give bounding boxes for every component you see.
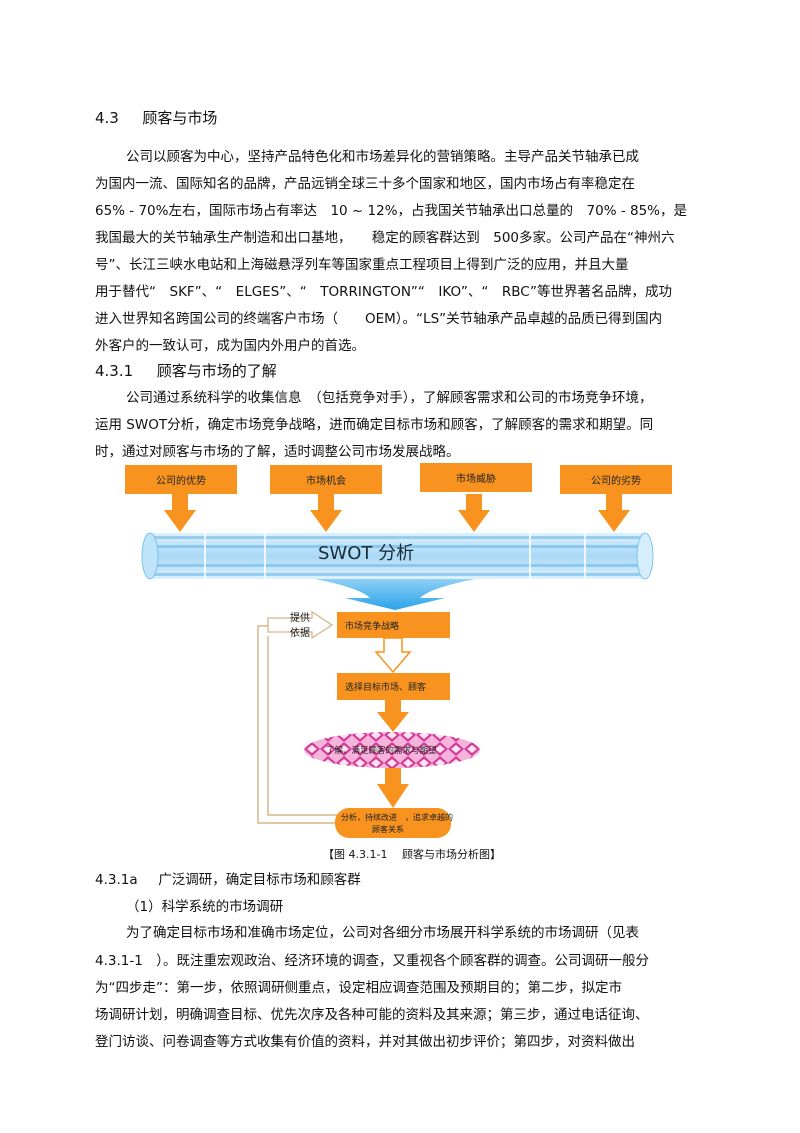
- sub-para-line: 时，通过对顾客与市场的了解，适时调整公司市场发展战略。: [95, 444, 460, 460]
- hollow-arrow: [374, 637, 412, 674]
- section-heading: 4.3 顾客与市场: [95, 108, 217, 128]
- section-title: 顾客与市场: [142, 109, 218, 127]
- intro-line: 公司以顾客为中心，坚持产品特色化和市场差异化的营销策略。主导产品关节轴承已成: [126, 149, 639, 165]
- section-number: 4.3: [95, 109, 119, 127]
- intro-line: 为国内一流、国际知名的品牌，产品远销全球三十多个国家和地区，国内市场占有率稳定在: [95, 176, 635, 192]
- item1-line: 4.3.1-1 ）。既注重宏观政治、经济环境的调查，又重视各个顾客群的调查。公司…: [95, 953, 650, 969]
- intro-line: 外客户的一致认可，成为国内外用户的首选。: [95, 338, 365, 354]
- feedback-arrow-head: [267, 610, 334, 640]
- subsection-number: 4.3.1: [95, 362, 134, 380]
- subsub-title: 广泛调研，确定目标市场和顾客群: [158, 872, 361, 888]
- subsection-heading: 4.3.1 顾客与市场的了解: [95, 361, 277, 381]
- subsub-heading: 4.3.1a 广泛调研，确定目标市场和顾客群: [95, 870, 361, 890]
- box-market-threat: 市场威胁: [420, 463, 532, 492]
- arrow-to-ellipse: [377, 700, 409, 732]
- sub-para-line: 运用 SWOT分析，确定市场竞争战略，进而确定目标市场和顾客，了解顾客的需求和期…: [95, 417, 654, 433]
- arrow-to-bottom: [377, 768, 409, 808]
- item1-heading: （1）科学系统的市场调研: [126, 899, 284, 915]
- swot-pipe: [141, 532, 654, 580]
- ellipse-label: 了解、满足顾客的需求与期望: [326, 746, 437, 756]
- bottom-box: [335, 808, 451, 838]
- feedback-loop: [257, 625, 337, 824]
- sub-para-line: 公司通过系统科学的收集信息 （包括竞争对手），了解顾客需求和公司的市场竞争环境，: [126, 390, 653, 406]
- top-arrow-1: [164, 494, 196, 532]
- bottom-box-line-1: 分析，持续改进 ，追求卓越的: [341, 813, 453, 822]
- item1-line: 为了确定目标市场和准确市场定位，公司对各细分市场展开科学系统的市场调研（见表: [126, 925, 639, 941]
- top-arrow-2: [310, 494, 342, 532]
- needs-ellipse: [304, 732, 480, 768]
- subsection-title: 顾客与市场的了解: [156, 362, 277, 380]
- item1-line: 为“四步走”：第一步，依照调研侧重点，设定相应调查范围及预期目的；第二步，拟定市: [95, 980, 622, 996]
- subsub-number: 4.3.1a: [95, 872, 138, 888]
- item1-line: 场调研计划，明确调查目标、优先次序及各种可能的资料及其来源；第三步，通过电话征询…: [95, 1007, 649, 1023]
- item1-line: 登门访谈、问卷调查等方式收集有价值的资料，并对其做出初步评价；第四步，对资料做出: [95, 1034, 635, 1050]
- box-company-strengths: 公司的优势: [125, 465, 237, 494]
- box-company-weaknesses: 公司的劣势: [560, 465, 672, 494]
- box-select-target: 选择目标市场、顾客: [337, 673, 450, 700]
- box-competitive-strategy: 市场竞争战略: [337, 612, 450, 638]
- top-arrow-3: [458, 494, 490, 532]
- top-arrow-4: [598, 494, 630, 532]
- swot-funnel-arrow: [315, 579, 475, 610]
- intro-line: 用于替代“ SKF”、“ ELGES”、“ TORRINGTON”“ IKO”、…: [95, 284, 672, 300]
- intro-line: 号”、长江三峡水电站和上海磁悬浮列车等国家重点工程项目上得到广泛的应用，并且大量: [95, 257, 629, 273]
- swot-label: SWOT 分析: [318, 543, 415, 564]
- intro-line: 进入世界知名跨国公司的终端客户市场（ OEM）。“LS”关节轴承产品卓越的品质已…: [95, 311, 663, 327]
- box-market-opportunity: 市场机会: [270, 465, 382, 494]
- bottom-box-line-2: 顾客关系: [372, 825, 404, 834]
- side-label-basis: 依据: [290, 628, 310, 639]
- figure-caption: 【图 4.3.1-1 顾客与市场分析图】: [323, 848, 501, 861]
- side-label-provide: 提供: [290, 613, 310, 624]
- intro-line: 65% - 70%左右，国际市场占有率达 10 ~ 12%，占我国关节轴承出口总…: [95, 203, 688, 219]
- intro-line: 我国最大的关节轴承生产制造和出口基地， 稳定的顾客群达到 500多家。公司产品在…: [95, 230, 675, 246]
